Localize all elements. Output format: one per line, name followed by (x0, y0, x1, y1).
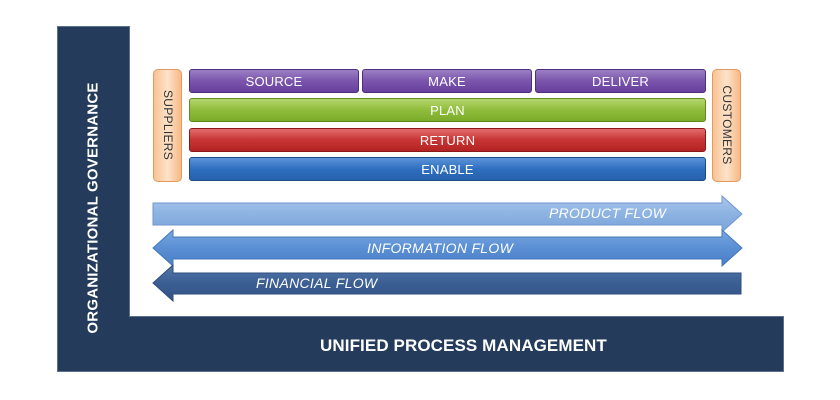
deliver-bar: DELIVER (535, 69, 706, 93)
enable-bar: ENABLE (189, 157, 706, 181)
suppliers-box (153, 69, 182, 182)
make-bar: MAKE (362, 69, 532, 93)
source-bar: SOURCE (189, 69, 359, 93)
return-bar: RETURN (189, 128, 706, 152)
financial-flow-arrow (152, 263, 742, 303)
customers-box (712, 69, 741, 182)
financial-flow-label: FINANCIAL FLOW (256, 275, 378, 291)
governance-frame (57, 26, 130, 372)
plan-bar: PLAN (189, 98, 706, 122)
product-flow-label: PRODUCT FLOW (549, 205, 667, 221)
management-frame (57, 316, 784, 372)
information-flow-arrow (152, 228, 743, 268)
frame-joint (58, 316, 129, 318)
management-label: UNIFIED PROCESS MANAGEMENT (320, 336, 607, 355)
product-flow-arrow (152, 194, 743, 234)
information-flow-label: INFORMATION FLOW (367, 240, 514, 256)
